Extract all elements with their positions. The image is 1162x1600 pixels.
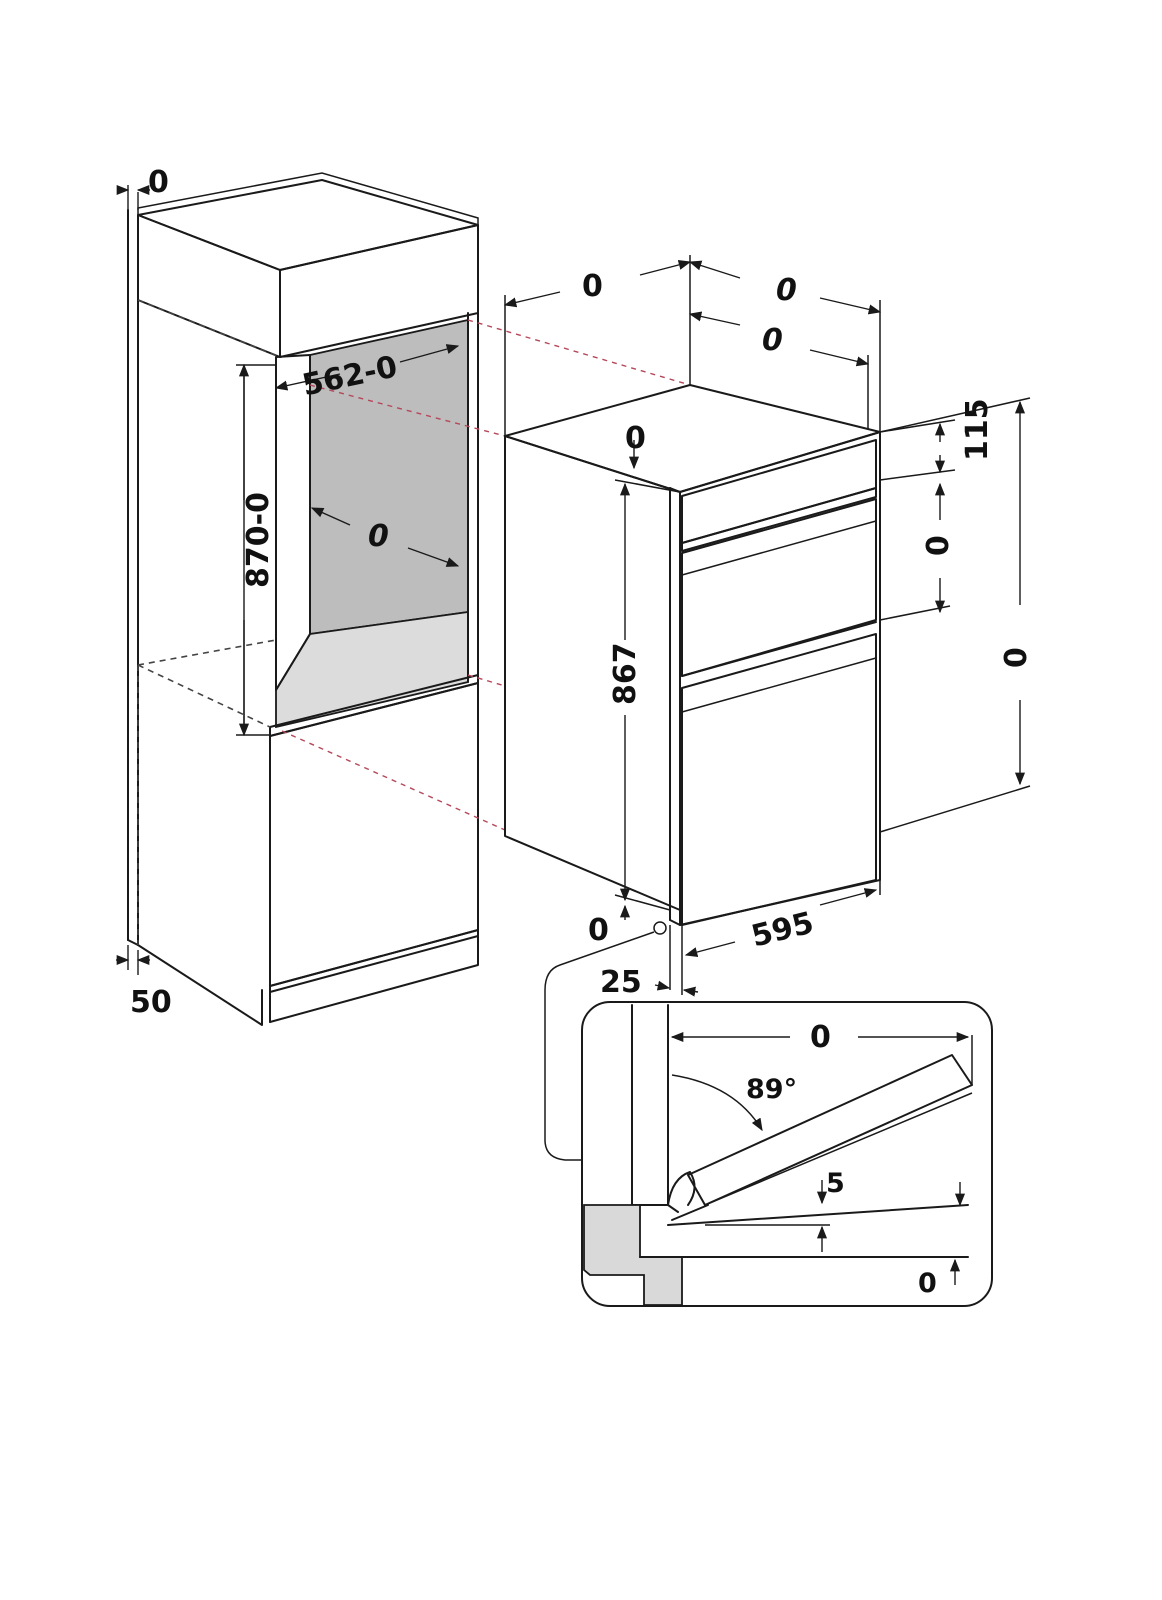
label-niche-depth: 0	[368, 519, 389, 554]
label-door-span: 0	[810, 1020, 831, 1055]
label-floor-clearance: 0	[918, 1268, 937, 1299]
label-oven-height: 867	[608, 642, 643, 705]
tall-cabinet	[116, 172, 479, 1026]
label-oven-panel: 115	[960, 398, 995, 461]
label-cab-top-gap: 0	[148, 165, 169, 200]
label-oven-mid: 0	[921, 535, 956, 556]
label-door-angle: 89°	[746, 1074, 797, 1105]
label-oven-depth-inner: 0	[762, 323, 783, 358]
label-door-clearance: 5	[826, 1168, 845, 1199]
dimension-labels: 0 50 562-0 870-0 0 0 0 0 0 115 0 0 867 5…	[130, 165, 1034, 1299]
label-oven-total-height: 0	[999, 647, 1034, 668]
label-oven-front: 25	[600, 965, 642, 1000]
alignment-lines	[281, 319, 691, 831]
label-oven-top-offset: 0	[625, 421, 646, 456]
label-oven-width: 595	[748, 905, 817, 954]
label-oven-depth-total: 0	[582, 269, 603, 304]
label-cab-bottom: 50	[130, 985, 172, 1020]
label-oven-depth-body: 0	[776, 273, 797, 308]
cabinet-base-profile	[583, 1204, 683, 1306]
oven-unit	[503, 255, 1031, 1161]
door-opening-detail	[581, 1001, 993, 1307]
label-oven-bottom-gap: 0	[588, 913, 609, 948]
label-niche-height: 870-0	[241, 492, 276, 588]
